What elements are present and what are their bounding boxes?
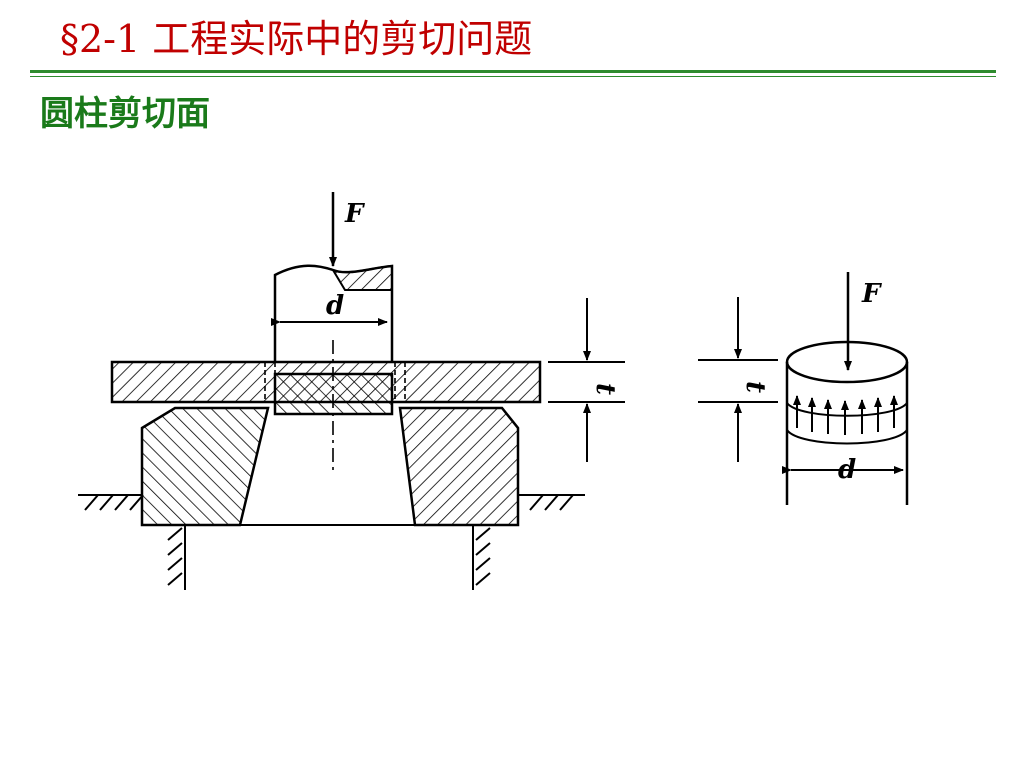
plate	[110, 360, 542, 416]
cylinder-shear	[698, 272, 909, 505]
diameter-label: d	[326, 291, 344, 321]
thickness-dimension-right	[698, 297, 778, 462]
thickness-dimension-left	[548, 298, 625, 462]
punch-assembly	[78, 192, 625, 590]
thickness-label: t	[590, 383, 620, 395]
force-label-right: F	[861, 279, 882, 309]
shear-stress-arrows	[793, 395, 898, 435]
force-label: F	[344, 199, 365, 229]
diameter-label-right: d	[838, 455, 856, 485]
section-subtitle: 圆柱剪切面	[40, 94, 210, 134]
title-divider	[30, 70, 996, 73]
punch	[273, 264, 394, 362]
title-divider-thin	[30, 76, 996, 77]
die-right	[398, 406, 520, 527]
die-left	[140, 406, 270, 527]
thickness-label-right: t	[740, 381, 770, 393]
support-base	[78, 494, 585, 590]
page-title: §2-1 工程实际中的剪切问题	[60, 17, 533, 61]
